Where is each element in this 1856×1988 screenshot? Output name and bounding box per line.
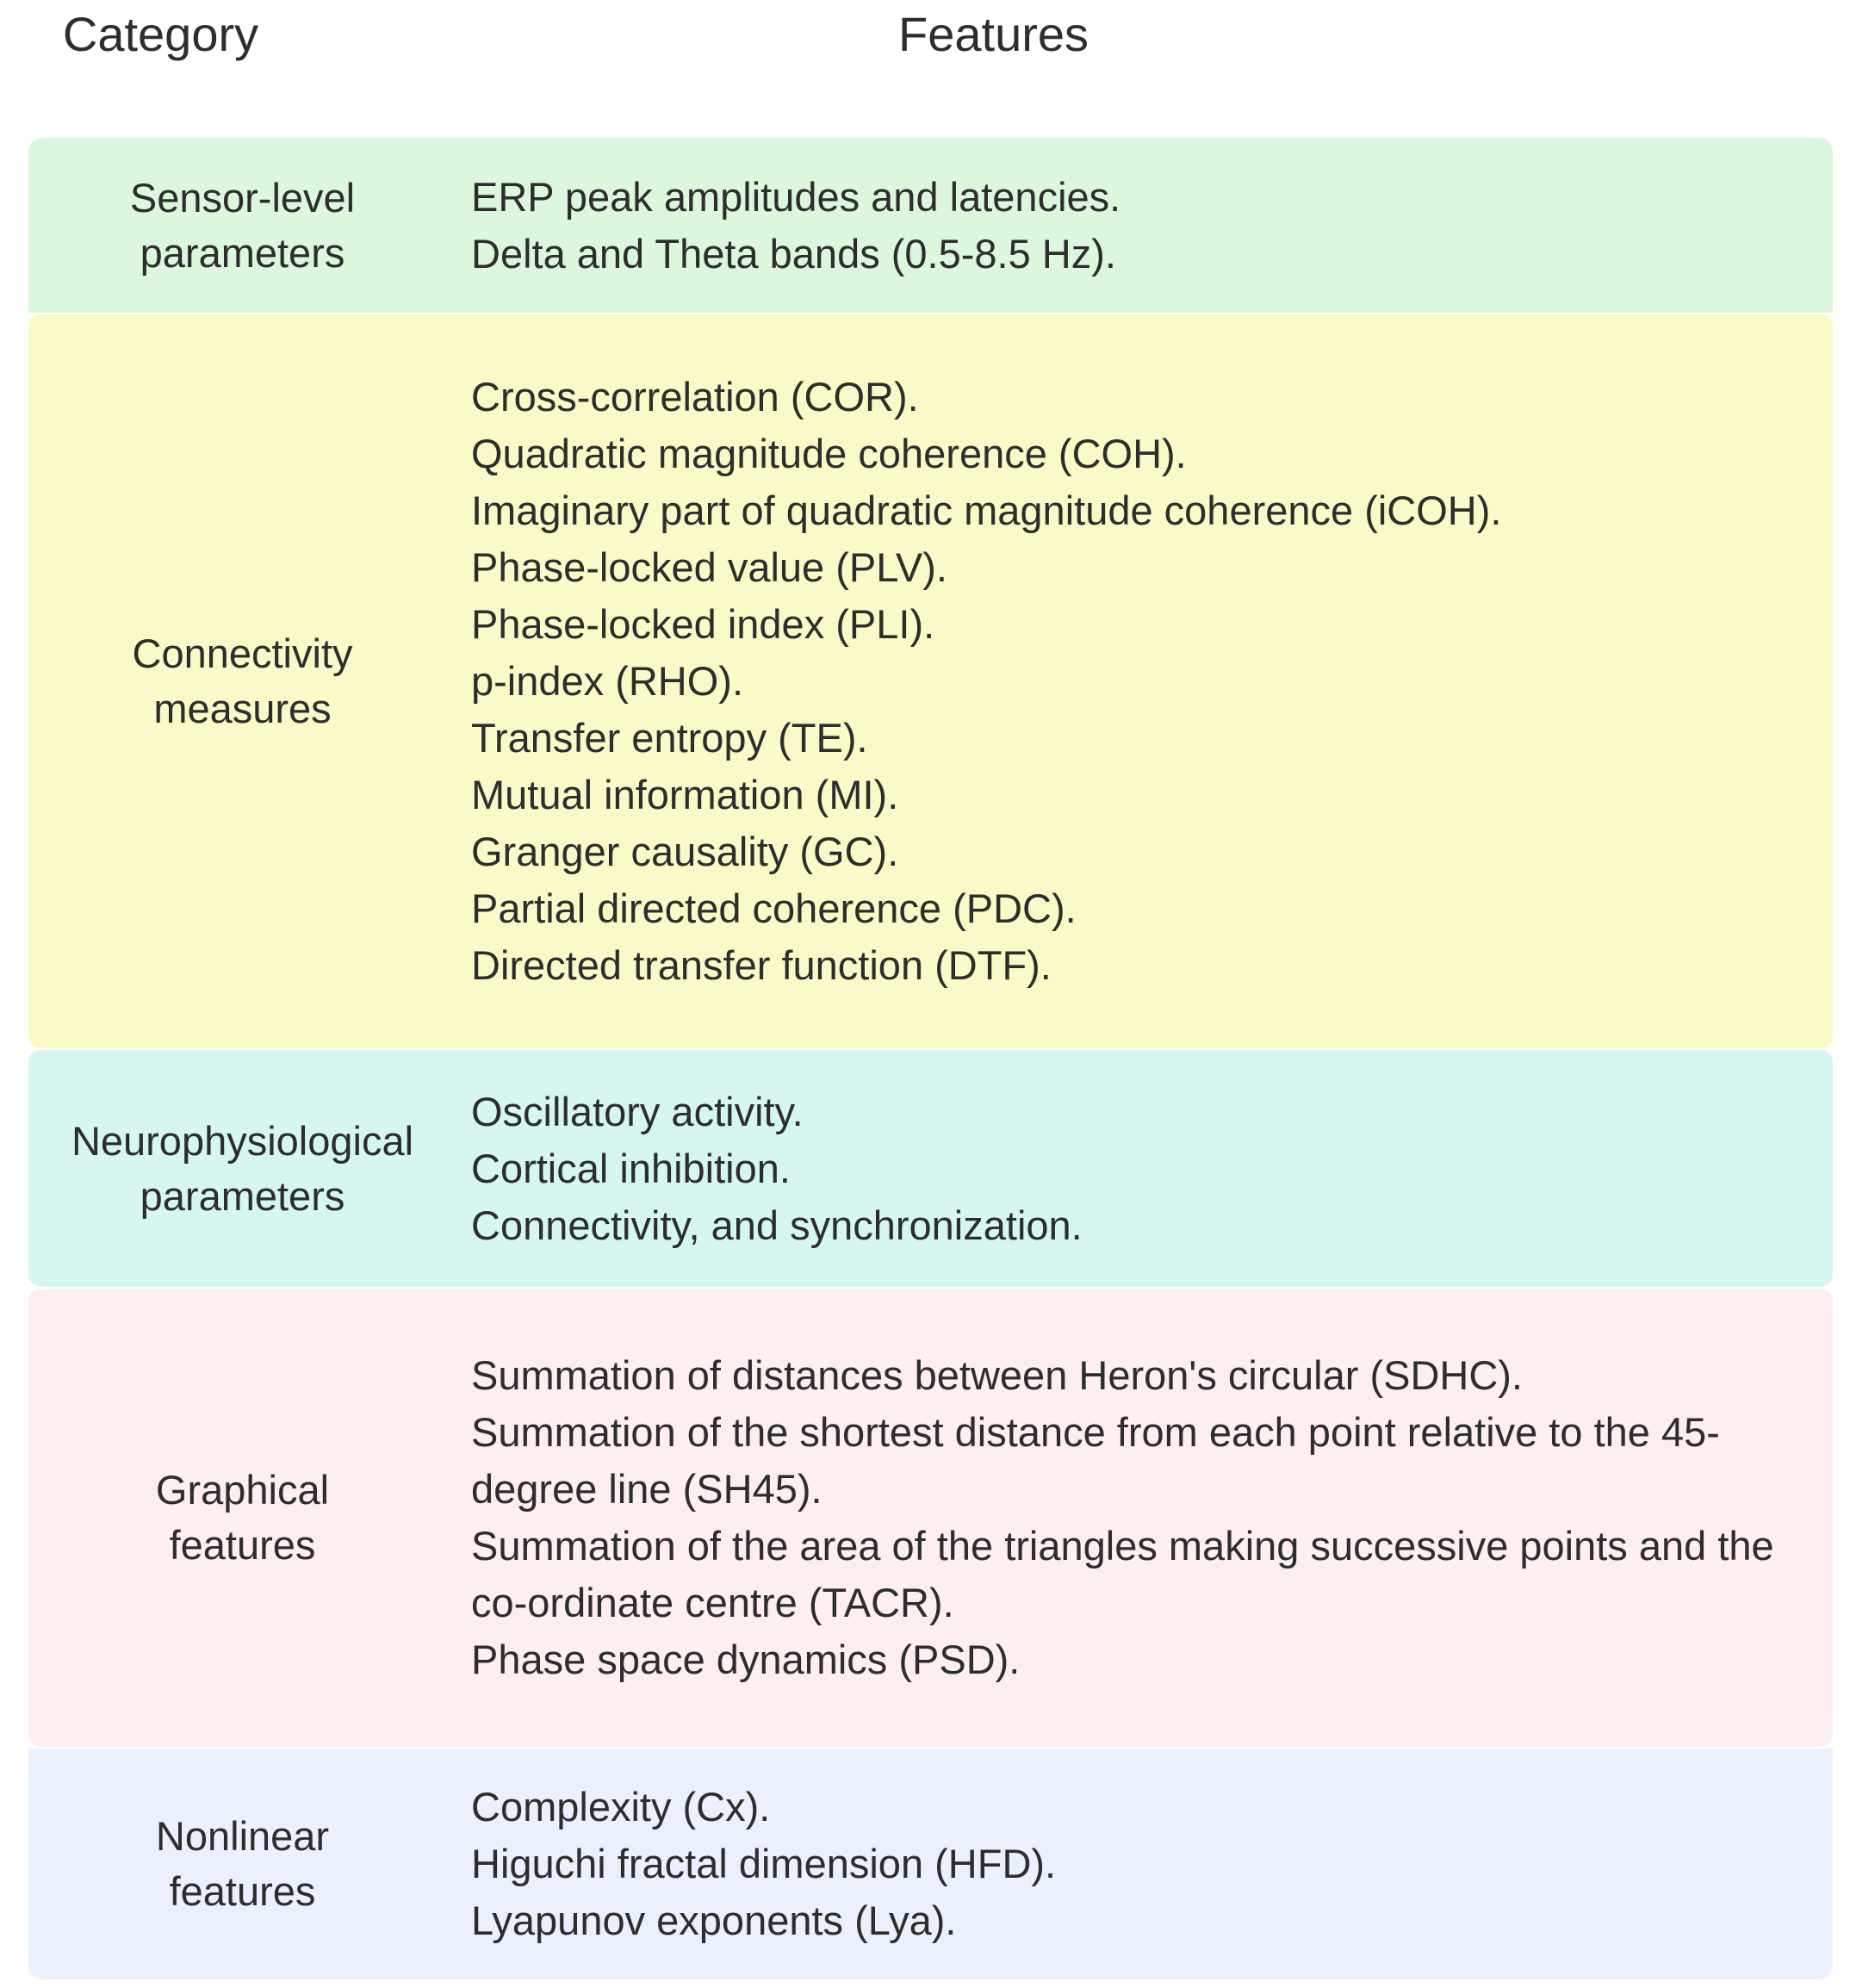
table-row: Neurophysiological parameters Oscillator… <box>28 1050 1833 1287</box>
feature-item: Cortical inhibition. <box>471 1145 791 1191</box>
feature-item: Complexity (Cx). <box>471 1784 771 1830</box>
table-body: Sensor-level parameters ERP peak amplitu… <box>28 138 1833 1979</box>
category-cell: Nonlinear features <box>28 1809 456 1919</box>
feature-item: Transfer entropy (TE). <box>471 715 868 761</box>
feature-item: Oscillatory activity. <box>471 1088 804 1134</box>
feature-item: Delta and Theta bands (0.5-8.5 Hz). <box>471 230 1116 276</box>
table-row: Nonlinear features Complexity (Cx). Higu… <box>28 1749 1833 1979</box>
category-label-line: parameters <box>140 1172 345 1219</box>
category-label-line: Sensor-level <box>129 174 356 221</box>
feature-item: p-index (RHO). <box>471 658 744 704</box>
category-label-line: Neurophysiological <box>71 1117 414 1164</box>
feature-item: Imaginary part of quadratic magnitude co… <box>471 488 1502 533</box>
feature-item: Granger causality (GC). <box>471 829 899 874</box>
column-header-category: Category <box>62 7 259 61</box>
feature-item: Phase space dynamics (PSD). <box>471 1637 1021 1682</box>
category-label-line: parameters <box>140 229 345 276</box>
feature-item: Partial directed coherence (PDC). <box>471 885 1077 931</box>
category-label-line: features <box>169 1522 316 1568</box>
category-label-line: Connectivity <box>132 631 353 676</box>
table-row: Connectivity measures Cross-correlation … <box>28 314 1833 1048</box>
feature-item: Cross-correlation (COR). <box>471 374 919 419</box>
category-cell: Graphical features <box>28 1463 456 1573</box>
category-cell: Sensor-level parameters <box>28 171 456 281</box>
category-label-line: Nonlinear <box>155 1813 330 1859</box>
table-row: Graphical features Summation of distance… <box>28 1289 1833 1747</box>
category-label-line: measures <box>153 686 332 731</box>
feature-item: Quadratic magnitude coherence (COH). <box>471 431 1187 476</box>
category-label-line: Graphical <box>155 1467 330 1513</box>
feature-item: Phase-locked value (PLV). <box>471 544 947 590</box>
features-cell: Complexity (Cx). Higuchi fractal dimensi… <box>456 1779 1833 1949</box>
feature-item: Summation of distances between Heron's c… <box>471 1352 1523 1398</box>
feature-item: Mutual information (MI). <box>471 772 899 817</box>
feature-item: ERP peak amplitudes and latencies. <box>471 173 1121 220</box>
features-cell: Summation of distances between Heron's c… <box>456 1347 1833 1688</box>
table-row: Sensor-level parameters ERP peak amplitu… <box>28 138 1833 313</box>
features-cell: Oscillatory activity. Cortical inhibitio… <box>456 1084 1833 1254</box>
feature-item: Higuchi fractal dimension (HFD). <box>471 1841 1057 1886</box>
feature-item: Summation of the shortest distance from … <box>471 1409 1720 1512</box>
column-header-features: Features <box>898 7 1089 61</box>
features-cell: ERP peak amplitudes and latencies. Delta… <box>456 169 1833 283</box>
feature-item: Directed transfer function (DTF). <box>471 942 1052 988</box>
features-cell: Cross-correlation (COR). Quadratic magni… <box>456 369 1833 994</box>
table-header-row: Category Features <box>0 0 1856 138</box>
feature-item: Phase-locked index (PLI). <box>471 601 935 647</box>
category-label-line: features <box>169 1868 316 1914</box>
category-cell: Neurophysiological parameters <box>28 1114 456 1224</box>
feature-item: Summation of the area of the triangles m… <box>471 1523 1774 1625</box>
feature-item: Lyapunov exponents (Lya). <box>471 1898 957 1943</box>
category-cell: Connectivity measures <box>28 626 456 736</box>
feature-item: Connectivity, and synchronization. <box>471 1202 1083 1248</box>
